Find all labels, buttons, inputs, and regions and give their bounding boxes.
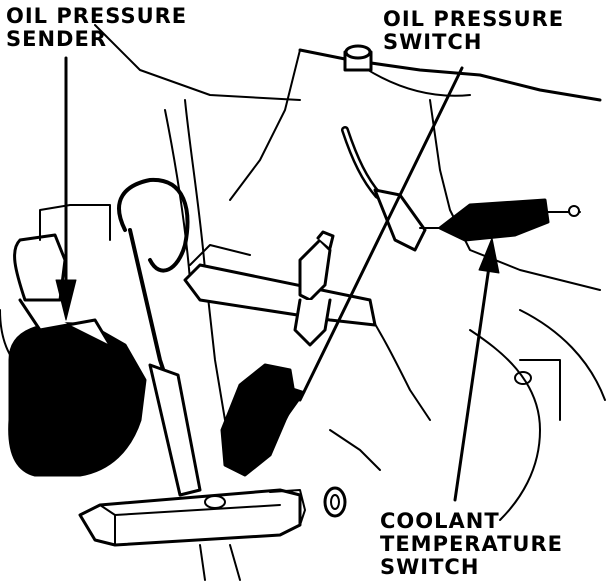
oil-pressure-sender-body <box>0 204 147 477</box>
oil-pressure-switch-label-line1: OIL PRESSURE <box>383 7 565 31</box>
leader-arrows <box>55 56 500 502</box>
oil-pressure-sender-label-line1: OIL PRESSURE <box>6 4 188 28</box>
coolant-temperature-switch-label-line2: TEMPERATURE <box>380 532 563 556</box>
hex-fitting <box>78 486 347 581</box>
coolant-arrow-line <box>453 258 492 502</box>
coolant-temperature-switch-label-line1: COOLANT <box>380 509 500 533</box>
switch-arrow-head <box>282 384 306 421</box>
oil-pressure-switch-label-line2: SWITCH <box>383 30 483 54</box>
bracket-block <box>183 244 377 327</box>
coolant-switch-body <box>419 198 581 242</box>
sender-arrow-head <box>55 279 77 321</box>
coolant-arrow-head <box>478 237 500 274</box>
oil-pressure-switch-body <box>220 363 297 477</box>
switch-arrow-line <box>298 66 464 402</box>
oil-pressure-switch-label: OIL PRESSURE SWITCH <box>383 8 564 54</box>
wire-connector <box>293 230 335 347</box>
top-bolt <box>343 44 373 72</box>
oil-pressure-sender-label-line2: SENDER <box>6 27 107 51</box>
oil-pressure-sender-label: OIL PRESSURE SENDER <box>6 5 187 51</box>
dipstick <box>117 177 202 497</box>
coolant-temperature-switch-label: COOLANT TEMPERATURE SWITCH <box>380 510 563 579</box>
coolant-temperature-switch-label-line3: SWITCH <box>380 555 480 579</box>
vacuum-tube <box>341 126 427 252</box>
